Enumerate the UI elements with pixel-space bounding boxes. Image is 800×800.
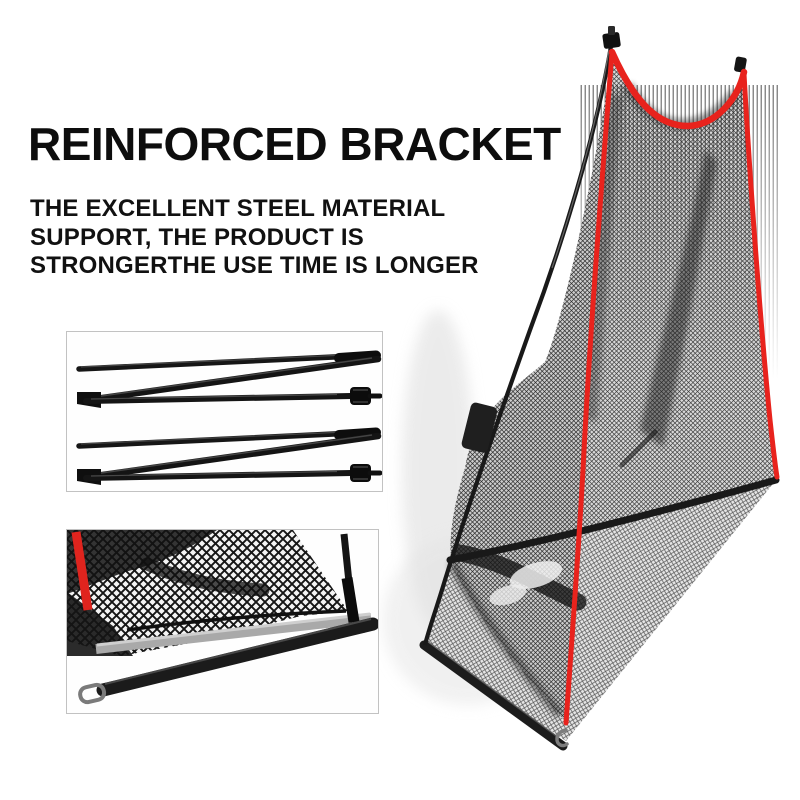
- pole-sleeve: [461, 402, 498, 453]
- folded-poles-photo: [76, 350, 382, 485]
- subtitle-line-2: SUPPORT, THE PRODUCT IS: [30, 223, 364, 251]
- pole-set-2: [76, 427, 382, 485]
- pole-connector-nub: [350, 464, 371, 482]
- pole-set-1: [76, 350, 382, 408]
- closeup-front-bar: [78, 617, 378, 705]
- inset-folded-poles-figure: [66, 331, 383, 492]
- subtitle-line-3: STRONGERTHE USE TIME IS LONGER: [30, 252, 479, 280]
- pole-top-cap: [602, 32, 621, 49]
- base-bar-closeup-photo: [67, 530, 378, 705]
- red-trim: [563, 48, 780, 726]
- pole-connector-nub: [350, 387, 371, 405]
- closeup-hook: [78, 682, 107, 705]
- right-pole-tip: [734, 56, 747, 73]
- base-bar: [419, 640, 569, 751]
- closeup-pole: [340, 533, 360, 623]
- inset-base-bar-figure: [66, 529, 379, 714]
- net-back-panel: [577, 50, 778, 533]
- bottom-hook: [555, 728, 569, 748]
- net-floor: [426, 480, 776, 741]
- net-mid-band: [446, 429, 780, 611]
- subtitle-line-1: THE EXCELLENT STEEL MATERIAL: [30, 195, 446, 222]
- photo-shadow: [383, 310, 553, 705]
- page-title: REINFORCED BRACKET: [28, 118, 561, 170]
- closeup-red-trim: [71, 531, 93, 611]
- page-subtitle: THE EXCELLENT STEEL MATERIAL SUPPORT, TH…: [30, 195, 550, 281]
